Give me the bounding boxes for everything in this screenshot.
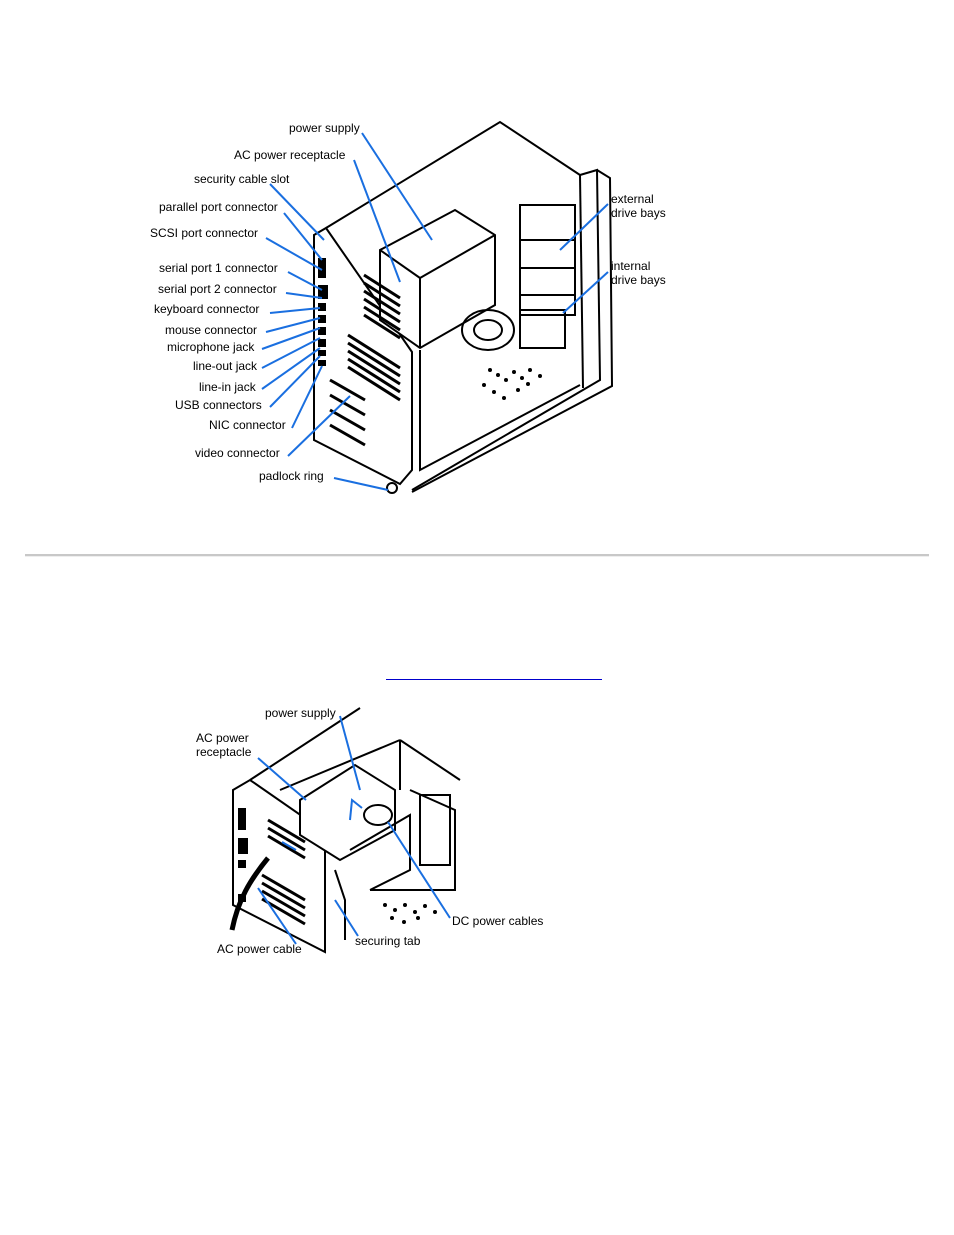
fan-grill	[482, 368, 542, 400]
label-serial-port-1-connector: serial port 1 connector	[159, 261, 278, 275]
label-scsi-port-connector: SCSI port connector	[150, 226, 259, 240]
label-line-out-jack: line-out jack	[193, 359, 258, 373]
callout-lines-fig2	[257, 715, 451, 945]
label-line-in-jack: line-in jack	[199, 380, 256, 394]
label-external-drive-bays: external drive bays	[611, 192, 666, 220]
callout-lines-fig1	[261, 132, 609, 491]
hyperlink-underline[interactable]	[386, 679, 602, 680]
expansion-slots	[329, 378, 366, 447]
ac-power-cable-drawing	[229, 856, 270, 931]
label-padlock-ring: padlock ring	[259, 469, 324, 483]
label-internal-drive-bays: internal drive bays	[611, 259, 666, 287]
label-video-connector: video connector	[195, 446, 280, 460]
label-power-supply: power supply	[289, 121, 360, 135]
label-microphone-jack: microphone jack	[167, 340, 255, 354]
label-keyboard-connector: keyboard connector	[154, 302, 260, 316]
connector-column	[318, 258, 328, 366]
label-securing-tab: securing tab	[355, 934, 421, 948]
label-nic-connector: NIC connector	[209, 418, 286, 432]
chassis-drawing	[313, 120, 614, 494]
label-mouse-connector: mouse connector	[165, 323, 258, 337]
label-dc-power-cables: DC power cables	[452, 914, 544, 928]
label-usb-connectors: USB connectors	[175, 398, 262, 412]
label-parallel-port-connector: parallel port connector	[159, 200, 278, 214]
label-serial-port-2-connector: serial port 2 connector	[158, 282, 277, 296]
grill-dots-2	[383, 903, 437, 924]
chassis-drawing-2	[232, 707, 461, 954]
label-ac-power-cable: AC power cable	[217, 942, 302, 956]
label-ac-power-receptacle: AC power receptacle	[234, 148, 346, 162]
horizontal-divider	[25, 554, 929, 557]
label-security-cable-slot: security cable slot	[194, 172, 290, 186]
back-panel-vents	[347, 273, 401, 402]
label-power-supply-2: power supply	[265, 706, 336, 720]
label-ac-power-receptacle-2: AC power receptacle	[196, 731, 252, 759]
